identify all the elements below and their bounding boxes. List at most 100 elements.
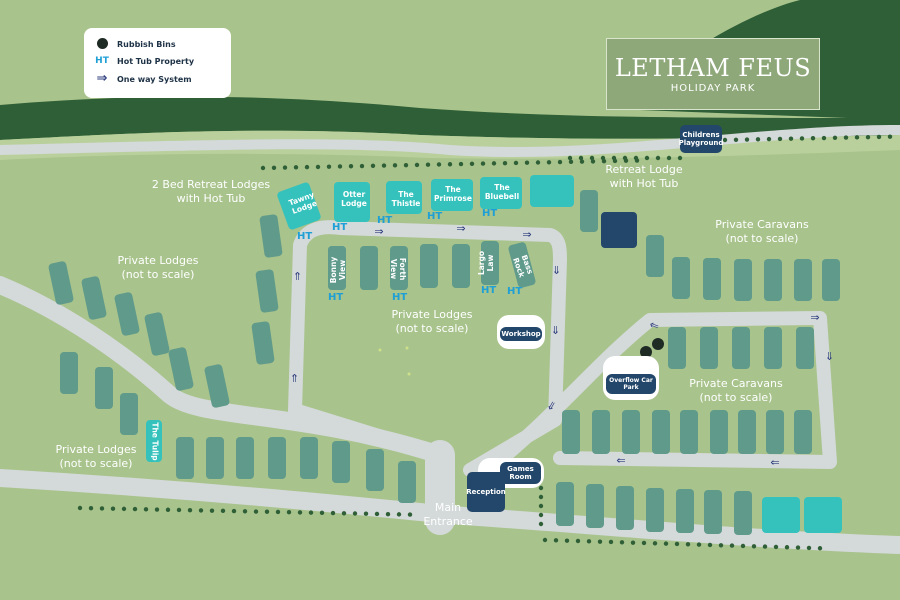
hedge-dot (352, 511, 358, 516)
hedge-dot (854, 135, 860, 140)
hedge-dot (876, 134, 882, 140)
legend-item-hot-tub: HT Hot Tub Property (95, 56, 195, 66)
legend-item-one-way: ⇒ One way System (94, 71, 192, 86)
hedge-dot (655, 155, 661, 161)
hedge-dot (843, 135, 849, 140)
unit-private-lodge (60, 352, 78, 394)
ht-the-bluebell: HT (482, 208, 498, 219)
one-way-arrow: ⇒ (288, 373, 301, 382)
hedge-dot (308, 510, 314, 515)
hedge-dot (502, 160, 508, 166)
hedge-dot (663, 541, 669, 546)
hedge-dot (491, 161, 497, 166)
unit-private-caravan (734, 259, 752, 301)
label-the-primrose: The Primrose (434, 185, 472, 203)
hedge-dot (817, 546, 823, 551)
loop-bottom (288, 403, 447, 462)
workshop-facility[interactable]: Workshop (497, 315, 545, 349)
unit-otter-lodge (334, 182, 370, 222)
unit-private-caravan (668, 327, 686, 369)
hedge-dot (696, 542, 702, 547)
hedge-dot (538, 485, 544, 491)
hedge-dot (733, 137, 739, 142)
one-way-arrow-icon: ⇒ (96, 71, 108, 86)
label-forth-view: Forth View (389, 257, 407, 281)
hedge-dot (165, 507, 171, 512)
hedge-dot (275, 509, 281, 515)
hedge-dot (755, 137, 761, 142)
unit-private-caravan (710, 410, 728, 454)
hedge-dot (578, 155, 584, 161)
ht-the-primrose: HT (427, 211, 443, 222)
rubbish-bin-dot-icon (96, 38, 108, 49)
park-title-box: LETHAM FEUS HOLIDAY PARK (606, 38, 820, 110)
unit-private-caravan (700, 327, 718, 369)
unit-forth-view (390, 246, 408, 290)
hedge-dot (538, 503, 544, 509)
hedge-dot (542, 537, 548, 543)
unit-private-caravan (652, 410, 670, 454)
hedge-dot (652, 541, 658, 546)
ht-forth-view: HT (392, 292, 408, 303)
hedge-dot (788, 136, 794, 141)
hedge-dot (198, 508, 204, 513)
unit-private-lodge (168, 347, 194, 391)
hedge-dot (392, 163, 398, 168)
unit-private-caravan (676, 489, 694, 533)
hedge-dot (685, 542, 691, 547)
one-way-arrow: ⇒ (374, 225, 383, 238)
unit-private-caravan (592, 410, 610, 454)
hedge-dot (513, 160, 519, 166)
hedge-dot (538, 521, 544, 527)
unit-private-lodge (120, 393, 138, 435)
unit-bass-rock (508, 242, 536, 288)
childrens-playground-badge[interactable]: Childrens Playground (679, 125, 723, 153)
reception-badge[interactable]: Reception (466, 472, 506, 512)
hedge-dot (622, 155, 628, 161)
hedge-dot (396, 512, 402, 517)
hedge-dot (579, 159, 585, 164)
one-way-arrow: ⇒ (522, 228, 531, 241)
hedge-dot (821, 135, 827, 141)
hedge-dot (674, 541, 680, 547)
overflow-car-park-label: Overflow Car Park (606, 374, 656, 394)
label-the-bluebell: The Bluebell (484, 183, 520, 201)
hedge-dot (242, 509, 248, 514)
hedge-dot (319, 510, 325, 516)
unit-private-lodge (332, 441, 350, 483)
hedge-dot (315, 164, 321, 170)
hedge-dot (641, 540, 647, 546)
hedge-dot (154, 507, 160, 512)
unit-private-caravan (822, 259, 840, 301)
hedge-dot (99, 506, 105, 511)
overflow-car-park-facility[interactable]: Overflow Car Park (603, 356, 659, 400)
hedge-dot (546, 160, 552, 165)
hedge-dot (806, 545, 812, 551)
unit-private-lodge (300, 437, 318, 479)
hedge-dot (121, 506, 127, 512)
unit-the-bluebell (480, 177, 522, 209)
workshop-label: Workshop (500, 327, 542, 341)
hedge-dot (286, 509, 292, 515)
unit-the-primrose (431, 179, 473, 211)
label-private-lodges-bottom: Private Lodges (not to scale) (55, 443, 137, 470)
one-way-arrow: ⇒ (648, 318, 661, 333)
hedge-dot (132, 506, 138, 512)
hedge-dot (608, 539, 614, 545)
unit-private-lodge (206, 437, 224, 479)
hedge-dot (341, 511, 347, 516)
unit-private-caravan (738, 410, 756, 454)
hedge-dot (810, 136, 816, 141)
unit-private-lodge (580, 190, 598, 232)
hedge-dot (575, 538, 581, 544)
label-main-entrance: Main Entrance (423, 501, 473, 528)
park-title: LETHAM FEUS (614, 54, 812, 82)
hedge-dot (220, 508, 226, 514)
hedge-dot (586, 539, 592, 544)
hedge-dot (784, 545, 790, 550)
unit-private-caravan (622, 410, 640, 454)
ht-icon: HT (95, 56, 109, 66)
games-room-label: Games Room (500, 462, 541, 484)
unit-private-caravan (734, 491, 752, 535)
hedges (77, 134, 893, 551)
